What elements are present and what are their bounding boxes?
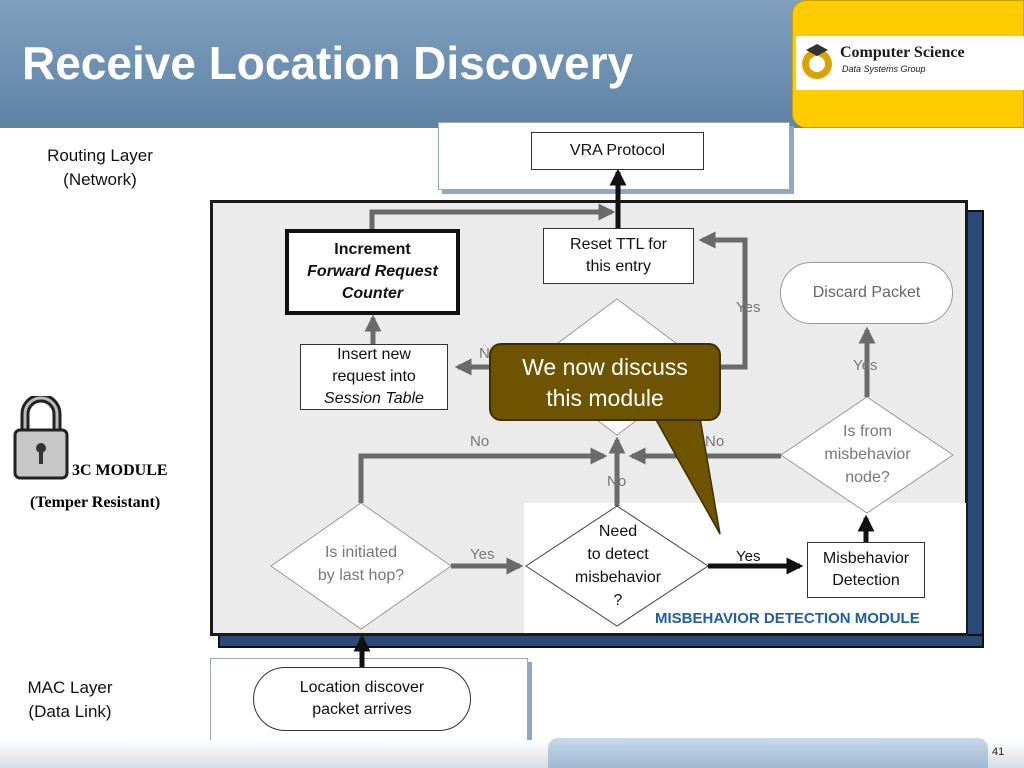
footer-tab — [548, 738, 988, 768]
location-discover-box: Location discover packet arrives — [253, 667, 471, 731]
slide-title: Receive Location Discovery — [22, 37, 634, 89]
initiated-diamond — [270, 502, 452, 630]
edge-label-yes-need: Yes — [736, 548, 761, 565]
reset-ttl-box: Reset TTL for this entry — [543, 228, 694, 284]
arrow-increment-to-vra-line — [369, 203, 616, 229]
edge-label-yes-isfrom: Yes — [853, 357, 878, 374]
edge-label-yes-reset: Yes — [736, 299, 761, 316]
need-detect-diamond — [525, 505, 709, 627]
vra-protocol-box: VRA Protocol — [531, 132, 704, 170]
misbehavior-detection-module-label: MISBEHAVIOR DETECTION MODULE — [655, 610, 920, 627]
callout-bubble: We now discuss this module — [489, 343, 721, 421]
routing-layer-label: Routing Layer (Network) — [47, 146, 153, 189]
lock-icon — [13, 396, 69, 480]
is-from-text: Is from misbehavior node? — [824, 423, 911, 486]
misbehavior-detection-box: Misbehavior Detection — [807, 542, 925, 598]
arrow-check-to-reset — [698, 231, 748, 370]
logo-icon — [802, 44, 832, 79]
page-number: 41 — [992, 746, 1005, 758]
edge-label-yes-initiated: Yes — [470, 546, 495, 563]
logo-strip — [796, 36, 1024, 90]
logo-subtitle: Data Systems Group — [842, 64, 926, 74]
temper-resistant-label: (Temper Resistant) — [30, 494, 161, 511]
edge-label-no-mid: No — [607, 473, 627, 490]
module-label: 3C MODULE — [72, 462, 168, 479]
initiated-text: Is initiated by last hop? — [317, 544, 405, 584]
increment-counter-box: Increment Forward Request Counter — [285, 229, 460, 315]
logo-title: Computer Science — [840, 44, 965, 61]
need-detect-text: Need to detect misbehavior ? — [574, 523, 662, 609]
mac-layer-label: MAC Layer (Data Link) — [27, 678, 113, 721]
discard-packet-box: Discard Packet — [780, 262, 953, 324]
edge-label-no-left: No — [470, 433, 490, 450]
insert-request-box: Insert new request into Session Table — [300, 344, 448, 410]
arrow-initiated-no — [358, 447, 608, 503]
is-from-diamond — [780, 396, 954, 514]
edge-label-no-right: No — [705, 433, 725, 450]
